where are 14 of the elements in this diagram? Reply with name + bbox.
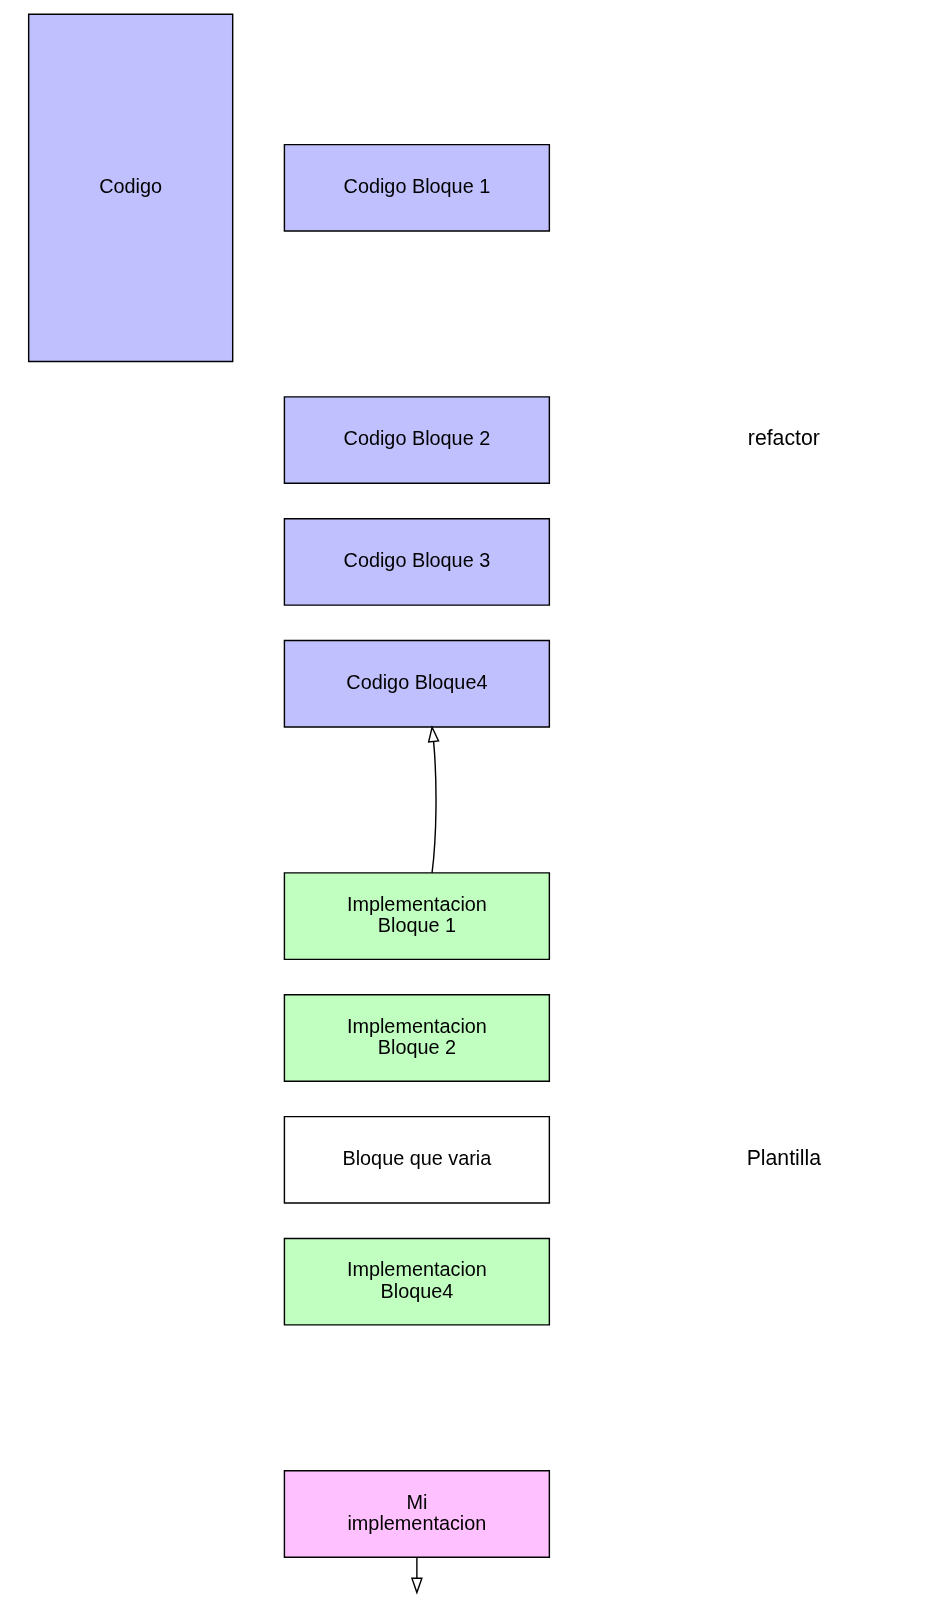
node-box: Codigo Bloque 1 bbox=[283, 143, 550, 232]
node-box: Codigo bbox=[27, 13, 233, 363]
arrow bbox=[410, 1557, 423, 1595]
node-box: Implementacion Bloque4 bbox=[283, 1237, 550, 1326]
node-box: Codigo Bloque 3 bbox=[283, 518, 550, 606]
node-box: Codigo Bloque 2 bbox=[283, 396, 550, 484]
node-box: Mi implementacion bbox=[283, 1470, 550, 1558]
node-box: Codigo Bloque4 bbox=[283, 639, 550, 728]
label: Plantilla bbox=[746, 1145, 821, 1170]
node-box: Implementacion Bloque 2 bbox=[283, 994, 550, 1082]
node-box: Implementacion Bloque 1 bbox=[283, 872, 550, 961]
arrow bbox=[427, 725, 440, 874]
label: refactor bbox=[747, 426, 820, 451]
node-box: Bloque que varia bbox=[283, 1115, 550, 1204]
